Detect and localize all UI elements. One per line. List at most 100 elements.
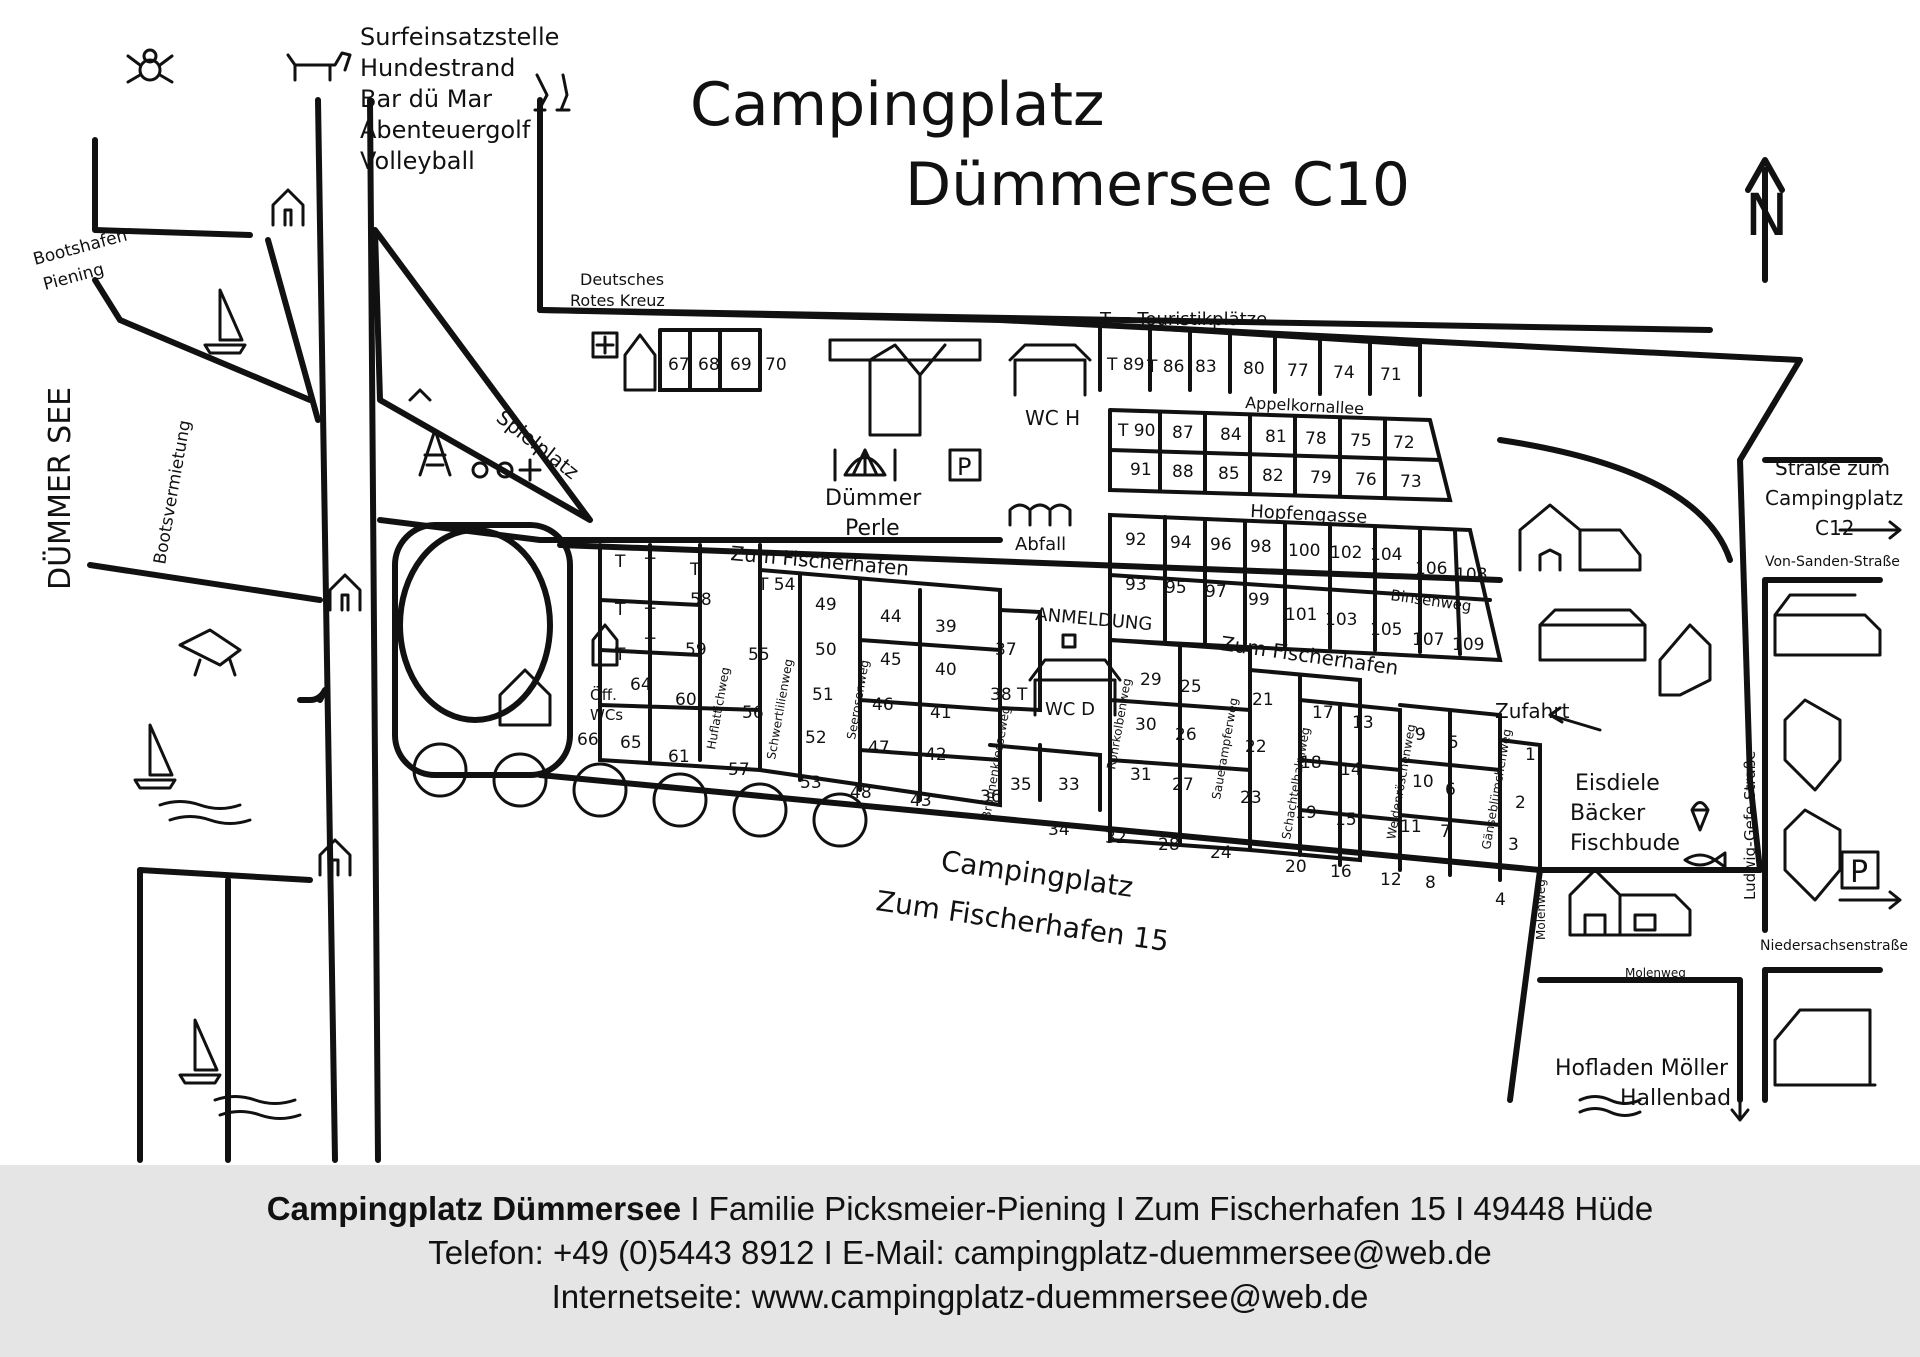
pitch: 45 (880, 650, 902, 670)
duemmer-see-label: DÜMMER SEE (42, 387, 78, 590)
pitch: 85 (1218, 464, 1240, 484)
pitch: 93 (1125, 575, 1147, 595)
pitch: 55 (748, 645, 770, 665)
pitch: 79 (1310, 468, 1332, 488)
waves-icon (1578, 1095, 1642, 1117)
pitch: 47 (868, 738, 890, 758)
pitch: T (644, 555, 656, 575)
pitch: 82 (1262, 466, 1284, 486)
right-houses-icon (1773, 593, 1882, 902)
pitch: 4 (1495, 890, 1506, 910)
pitch: 36 (980, 787, 1002, 807)
pitch: 22 (1245, 737, 1267, 757)
pitch: T (614, 600, 626, 620)
pitch: 15 (1335, 810, 1357, 830)
hofladen-line1: Hofladen Möller (1555, 1056, 1729, 1081)
pitch: 37 (995, 640, 1017, 660)
activity-golf: Abenteuergolf (360, 116, 531, 144)
road-network (87, 97, 1883, 1163)
pitch: 3 (1508, 835, 1519, 855)
contact-footer: Campingplatz Dümmersee I Familie Picksme… (0, 1165, 1920, 1357)
pitch: 66 (577, 730, 599, 750)
pitch: 31 (1130, 765, 1152, 785)
pitch-numbers: 67 68 69 70 T 89 T 86 83 80 77 74 71 T 9… (577, 355, 1536, 910)
map-drawing: Campingplatz Dümmersee C10 Surfeinsatzst… (31, 23, 1908, 1163)
von-sanden-label: Von-Sanden-Straße (1765, 554, 1900, 570)
pitch: 50 (815, 640, 837, 660)
pitch: T (644, 635, 656, 655)
spider-icon (126, 48, 174, 84)
pitch: 43 (910, 791, 932, 811)
footer-line-1: Campingplatz Dümmersee I Familie Picksme… (0, 1187, 1920, 1231)
sailboat-icon-3 (178, 1018, 302, 1120)
pitch: 102 (1330, 543, 1362, 563)
footer-phone-email: Telefon: +49 (0)5443 8912 I E-Mail: camp… (428, 1234, 1492, 1271)
pitch: 83 (1195, 357, 1217, 377)
pitch: 67 (668, 355, 690, 375)
pitch: 96 (1210, 535, 1232, 555)
pitch: 40 (935, 660, 957, 680)
oeff-wcs-line1: Öff. (590, 685, 617, 704)
pitch: 78 (1305, 429, 1327, 449)
pitch: 11 (1400, 817, 1422, 837)
pitch: 48 (850, 783, 872, 803)
pitch: 14 (1340, 760, 1362, 780)
pitch: 32 (1105, 828, 1127, 848)
pitch: 33 (1058, 775, 1080, 795)
restaurant-building-icon (828, 338, 982, 437)
pitch: 106 (1415, 559, 1447, 579)
fish-icon (1683, 851, 1727, 869)
pitch: T 89 (1106, 355, 1144, 375)
pitch: T 86 (1146, 357, 1184, 377)
lane-sauerampferweg: Sauerampferweg (1209, 697, 1241, 801)
house-icon-east-1 (1518, 503, 1642, 572)
pitch: 7 (1440, 822, 1451, 842)
pitch: 35 (1010, 775, 1032, 795)
anmeldung-label: ANMELDUNG (1035, 604, 1154, 635)
duemmer-perle-line2: Perle (845, 516, 900, 541)
bootsvermietung-label: Bootsvermietung (150, 419, 195, 566)
footer-family-address: I Familie Picksmeier-Piening I Zum Fisch… (681, 1190, 1654, 1227)
pitch: 64 (630, 675, 652, 695)
pitch: 72 (1393, 433, 1415, 453)
pitch: 58 (690, 590, 712, 610)
footer-website: Internetseite: www.campingplatz-duemmers… (551, 1278, 1369, 1315)
pitch: 81 (1265, 427, 1287, 447)
pitch: 73 (1400, 472, 1422, 492)
pitch: 9 (1415, 725, 1426, 745)
oeff-wcs-line2: WCs (590, 706, 623, 724)
pitch: 8 (1425, 873, 1436, 893)
activity-surf: Surfeinsatzstelle (360, 23, 559, 51)
duemmer-perle-line1: Dümmer (825, 486, 922, 511)
pitch: 70 (765, 355, 787, 375)
wc-h-building-icon (1008, 343, 1092, 397)
pitch: 20 (1285, 857, 1307, 877)
hofladen-line2: Hallenbad (1620, 1086, 1731, 1111)
parking-icon-right (1840, 850, 1880, 890)
parking-icon-top (948, 448, 982, 482)
map-title-line1: Campingplatz (690, 70, 1105, 140)
wc-d-label: WC D (1045, 699, 1095, 720)
wc-h-label: WC H (1025, 406, 1080, 430)
house-icon-west-2 (328, 573, 362, 612)
drk-building-icon (623, 333, 657, 392)
pitch: 24 (1210, 843, 1232, 863)
pitch: 42 (925, 745, 947, 765)
pitch: 34 (1048, 820, 1070, 840)
abfall-label: Abfall (1015, 534, 1066, 555)
ice-cream-icon (1690, 801, 1710, 832)
pitch: 59 (685, 640, 707, 660)
pitch: 98 (1250, 537, 1272, 557)
pitch: 13 (1352, 713, 1374, 733)
pitch: 56 (742, 703, 764, 723)
pitch: 108 (1455, 565, 1487, 585)
pitch: 2 (1515, 793, 1526, 813)
c12-line3: C12 (1815, 516, 1854, 540)
sailboat-icon-2 (133, 723, 252, 825)
pitch: T 54 (757, 575, 795, 595)
pitch: 92 (1125, 530, 1147, 550)
trees-icon (412, 742, 868, 848)
glasses-icon (533, 73, 571, 112)
pitch: 105 (1370, 620, 1402, 640)
pitch: 94 (1170, 533, 1192, 553)
